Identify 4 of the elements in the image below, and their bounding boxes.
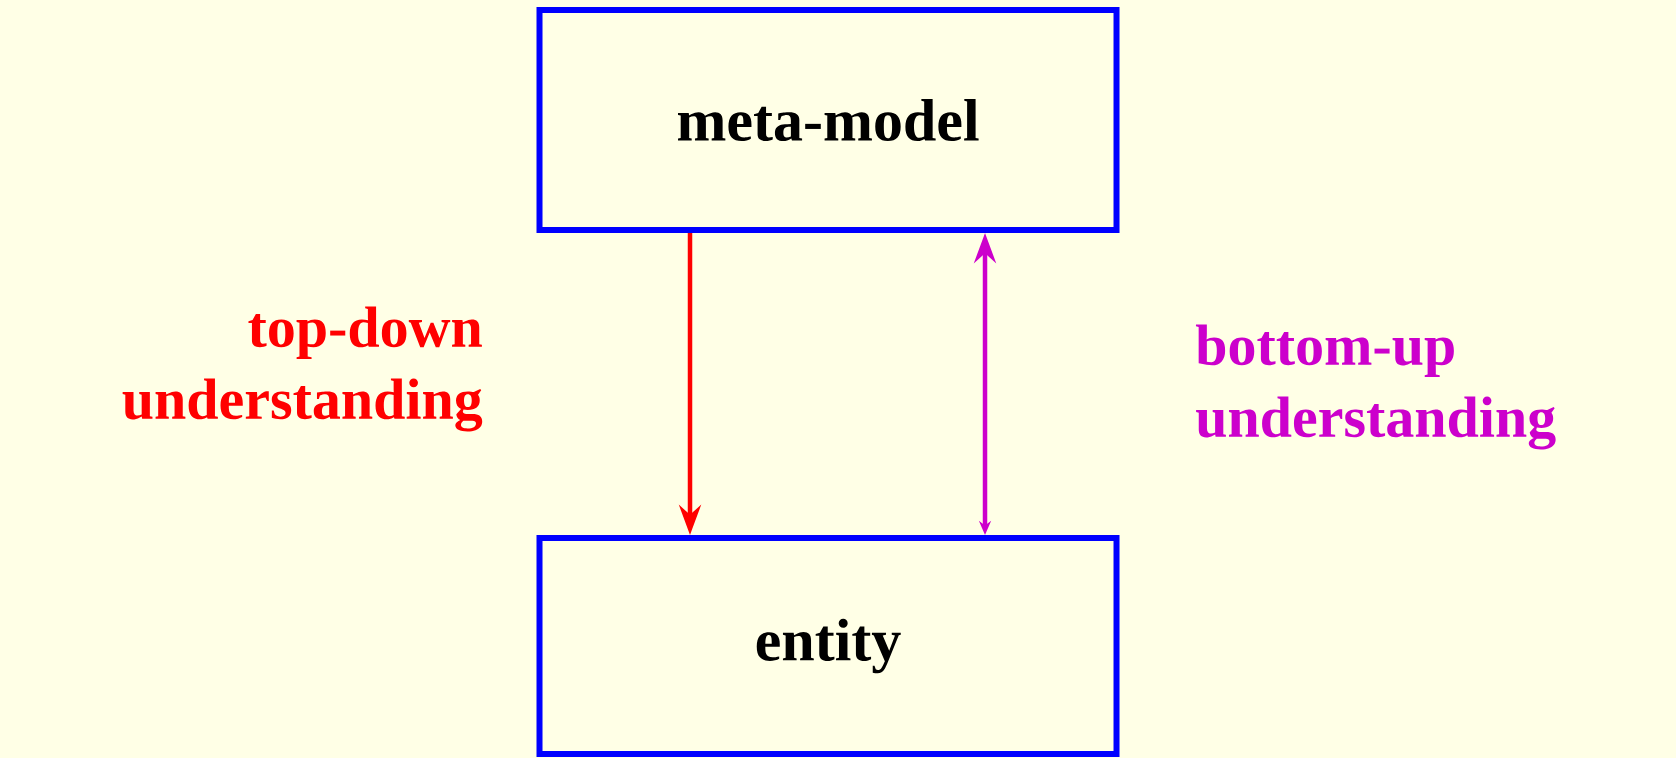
process-box: entity: [536, 535, 1120, 757]
edge-label: bottom-up understanding: [1195, 324, 1556, 450]
edge-label: top-down understanding: [122, 306, 483, 432]
process-box: meta-model: [536, 7, 1120, 233]
